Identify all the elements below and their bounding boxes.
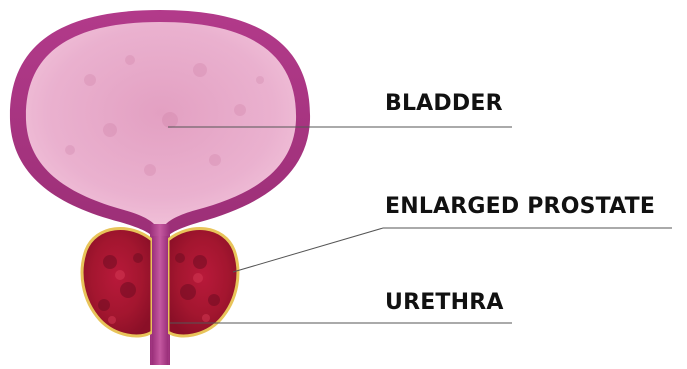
urethra-center <box>152 236 168 365</box>
bladder <box>10 10 310 236</box>
bladder-label: BLADDER <box>385 93 503 115</box>
prostate-leader-line <box>233 228 672 272</box>
enlarged-prostate-label: ENLARGED PROSTATE <box>385 196 655 218</box>
urethra-label: URETHRA <box>385 292 504 314</box>
prostate-left-lobe <box>82 229 152 336</box>
